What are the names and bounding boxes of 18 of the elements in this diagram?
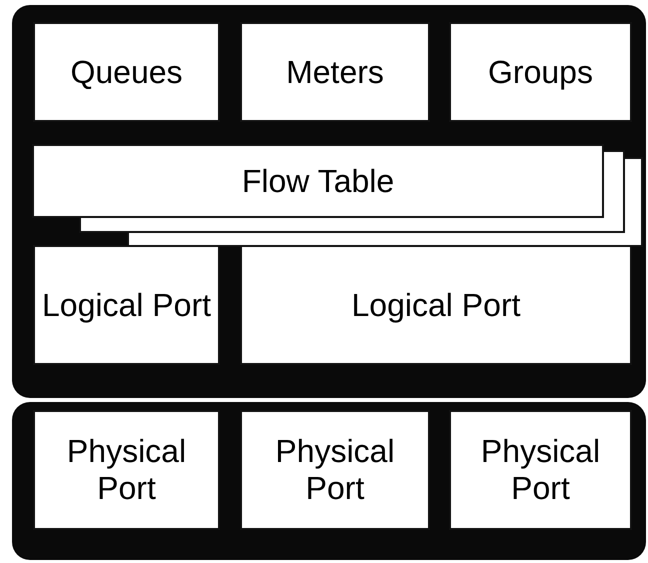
component-box <box>33 410 220 530</box>
box-label: Flow Table <box>242 162 394 200</box>
box-label: Meters <box>286 54 384 90</box>
box-label: Physical Port <box>480 433 602 507</box>
box-label: Logical Port <box>42 286 211 324</box>
box-label: Physical Port <box>274 433 396 507</box>
component-box <box>240 245 632 365</box>
component-box <box>240 410 430 530</box>
box-label: Physical Port <box>66 433 188 507</box>
table-box <box>32 144 604 218</box>
component-box <box>449 410 632 530</box>
box-label: Logical Port <box>352 286 520 324</box>
box-label: Queues <box>70 54 183 90</box>
component-box <box>240 22 430 122</box>
component-box <box>33 245 220 365</box>
box-label: Groups <box>488 54 593 90</box>
component-box <box>33 22 220 122</box>
component-box <box>449 22 632 122</box>
